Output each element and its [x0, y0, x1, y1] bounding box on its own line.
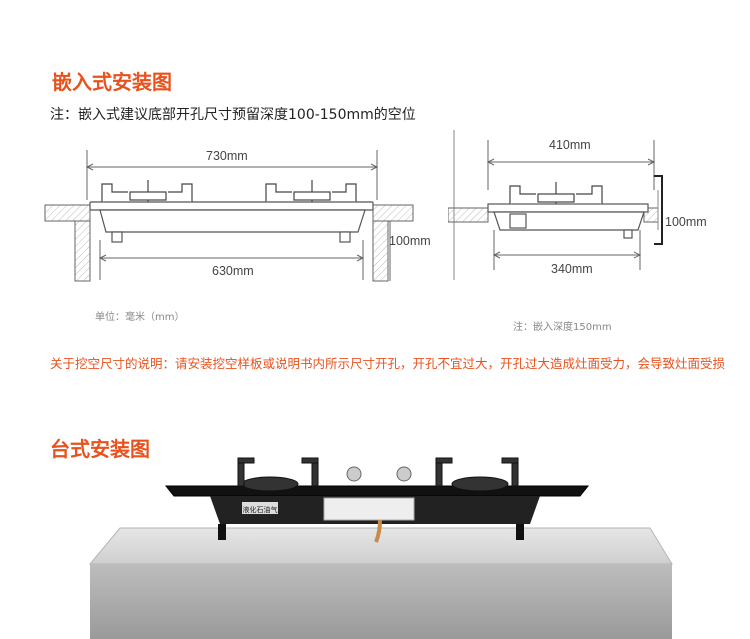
embedded-section-title: 嵌入式安装图 [52, 70, 172, 94]
unit-note: 单位：毫米（mm） [95, 312, 185, 323]
front-top-dimension [85, 150, 379, 200]
front-bottom-dimension [98, 240, 365, 280]
counter-front-face [90, 564, 672, 639]
side-top-width-label: 410mm [549, 138, 591, 152]
side-height-label: 100mm [665, 215, 707, 229]
stove-spec-sticker [323, 497, 415, 521]
front-top-width-label: 730mm [206, 149, 248, 163]
stove-front-label [242, 502, 278, 514]
gas-pipe [374, 519, 382, 543]
tabletop-burner-right [435, 457, 519, 492]
front-countertop [44, 204, 414, 282]
front-bottom-width-label: 630mm [212, 264, 254, 278]
front-height-label: 100mm [389, 234, 431, 248]
depth-note: 注：嵌入深度150mm [513, 322, 612, 333]
embedded-install-note: 注：嵌入式建议底部开孔尺寸预留深度100-150mm的空位 [50, 107, 416, 123]
stove-brand-label: 液化石油气 [243, 505, 278, 514]
side-bottom-width-label: 340mm [551, 262, 593, 276]
side-top-dimension [486, 140, 656, 190]
front-burner-right [265, 180, 357, 202]
side-bottom-dimension [492, 230, 642, 270]
knob-right-icon [396, 466, 412, 482]
tabletop-burner-left [237, 457, 319, 492]
stove-glass-panel [164, 485, 590, 497]
side-burner [509, 182, 603, 204]
side-stove-body [487, 203, 649, 239]
knob-left-icon [346, 466, 362, 482]
cutout-warning: 关于挖空尺寸的说明：请安装挖空样板或说明书内所示尺寸开孔，开孔不宜过大，开孔过大… [50, 356, 726, 371]
side-height-bracket [654, 175, 663, 245]
tabletop-illustration: 液化石油气 [88, 457, 673, 639]
side-view-diagram [448, 130, 663, 280]
stove-leg-left [218, 524, 226, 540]
tabletop-section-title: 台式安装图 [50, 437, 150, 461]
front-stove-body [89, 201, 374, 243]
front-burner-left [101, 180, 193, 202]
stove-leg-right [516, 524, 524, 540]
counter-top-surface [88, 527, 673, 565]
front-view-diagram [44, 150, 414, 282]
